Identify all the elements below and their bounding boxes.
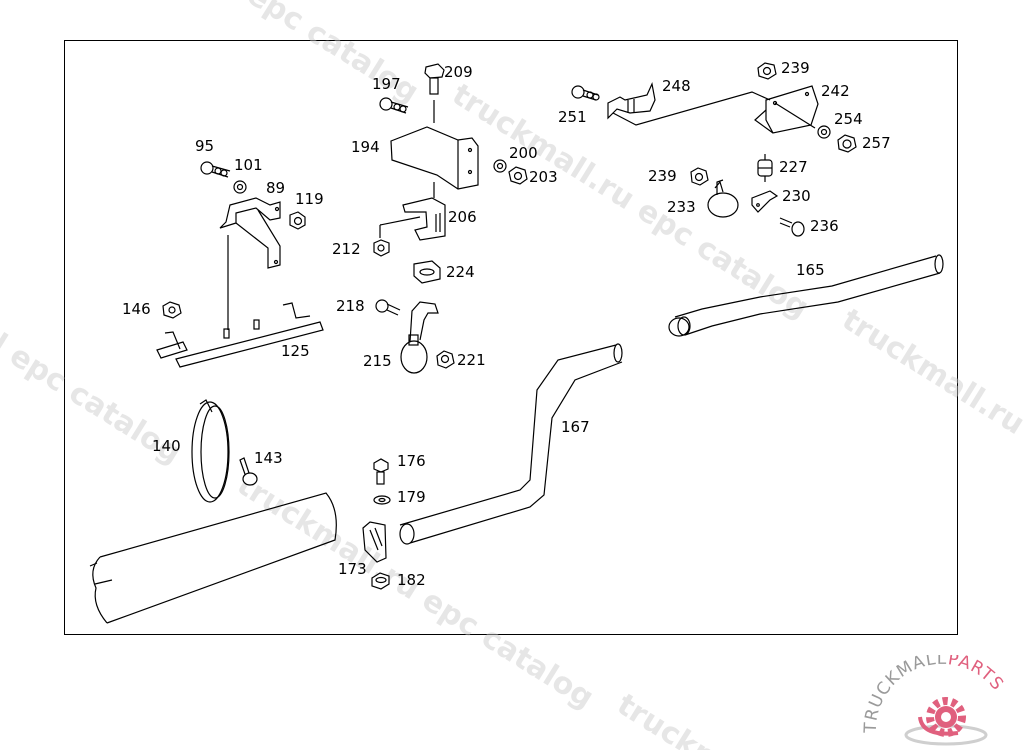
part-101-washer[interactable] bbox=[233, 180, 247, 194]
logo-text-main: TRUCKMALL bbox=[861, 655, 948, 734]
part-254-washer[interactable] bbox=[817, 125, 831, 139]
label-146[interactable]: 146 bbox=[122, 300, 151, 318]
part-143-bolt[interactable] bbox=[239, 457, 258, 486]
label-239-top[interactable]: 239 bbox=[781, 59, 810, 77]
part-179-washer[interactable] bbox=[373, 495, 391, 505]
label-239[interactable]: 239 bbox=[648, 167, 677, 185]
label-218[interactable]: 218 bbox=[336, 297, 365, 315]
part-203-nut[interactable] bbox=[508, 166, 528, 185]
label-209[interactable]: 209 bbox=[444, 63, 473, 81]
part-233-clamp[interactable] bbox=[707, 179, 739, 218]
part-224-rubber-mount[interactable] bbox=[413, 260, 441, 284]
svg-text:TRUCKMALLPARTS: TRUCKMALLPARTS bbox=[861, 655, 1008, 734]
part-197-bolt[interactable] bbox=[379, 97, 409, 114]
watermark: truckmall.ru bbox=[836, 302, 1024, 442]
label-167[interactable]: 167 bbox=[561, 418, 590, 436]
label-221[interactable]: 221 bbox=[457, 351, 486, 369]
part-251-bolt[interactable] bbox=[571, 85, 600, 101]
label-248[interactable]: 248 bbox=[662, 77, 691, 95]
part-125-bracket-bar[interactable] bbox=[156, 302, 324, 368]
diagram-frame bbox=[64, 40, 958, 635]
label-212[interactable]: 212 bbox=[332, 240, 361, 258]
label-206[interactable]: 206 bbox=[448, 208, 477, 226]
muffler[interactable] bbox=[89, 492, 337, 624]
part-89-bracket[interactable] bbox=[219, 197, 281, 330]
watermark: truckmall.ru e bbox=[611, 687, 832, 750]
label-227[interactable]: 227 bbox=[779, 158, 808, 176]
label-197[interactable]: 197 bbox=[372, 75, 401, 93]
part-200-washer[interactable] bbox=[493, 159, 507, 173]
label-230[interactable]: 230 bbox=[782, 187, 811, 205]
label-194[interactable]: 194 bbox=[351, 138, 380, 156]
truckmallparts-logo: TRUCKMALLPARTS bbox=[861, 655, 1008, 746]
watermark: truckmall.ru epc catalog bbox=[446, 77, 815, 326]
label-143[interactable]: 143 bbox=[254, 449, 283, 467]
part-209-bolt[interactable] bbox=[424, 63, 445, 123]
part-212-nut[interactable] bbox=[373, 239, 390, 257]
part-95-bolt[interactable] bbox=[200, 161, 231, 178]
part-labels: 95 101 89 119 197 209 194 200 203 206 21… bbox=[122, 59, 891, 589]
part-176-bolt[interactable] bbox=[373, 458, 389, 485]
part-140-strap[interactable] bbox=[191, 399, 230, 503]
part-239-nut-top[interactable] bbox=[757, 62, 777, 80]
label-236[interactable]: 236 bbox=[810, 217, 839, 235]
part-230-bracket[interactable] bbox=[751, 190, 779, 213]
label-179[interactable]: 179 bbox=[397, 488, 426, 506]
part-194-bracket[interactable] bbox=[390, 126, 479, 198]
part-236-bolt[interactable] bbox=[779, 217, 805, 237]
logo-text-accent: PARTS bbox=[947, 655, 1008, 695]
label-200[interactable]: 200 bbox=[509, 144, 538, 162]
label-101[interactable]: 101 bbox=[234, 156, 263, 174]
label-119[interactable]: 119 bbox=[295, 190, 324, 208]
logo-swoosh-accent bbox=[918, 716, 959, 736]
part-257-nut[interactable] bbox=[837, 134, 857, 153]
label-203[interactable]: 203 bbox=[529, 168, 558, 186]
part-119-nut[interactable] bbox=[289, 211, 306, 230]
label-140[interactable]: 140 bbox=[152, 437, 181, 455]
label-242[interactable]: 242 bbox=[821, 82, 850, 100]
part-242-bracket[interactable] bbox=[754, 85, 819, 134]
label-95[interactable]: 95 bbox=[195, 137, 214, 155]
part-146-nut[interactable] bbox=[162, 301, 182, 319]
label-176[interactable]: 176 bbox=[397, 452, 426, 470]
label-224[interactable]: 224 bbox=[446, 263, 475, 281]
label-125[interactable]: 125 bbox=[281, 342, 310, 360]
gear-icon bbox=[926, 697, 966, 737]
label-257[interactable]: 257 bbox=[862, 134, 891, 152]
watermark: epc catalog bbox=[241, 0, 425, 110]
part-248-bracket[interactable] bbox=[607, 82, 771, 126]
label-165[interactable]: 165 bbox=[796, 261, 825, 279]
part-167-pipe[interactable] bbox=[399, 343, 623, 545]
part-221-nut[interactable] bbox=[436, 350, 455, 369]
part-218-bolt[interactable] bbox=[375, 299, 401, 316]
part-239-nut[interactable] bbox=[690, 167, 709, 186]
part-182-nut[interactable] bbox=[371, 572, 390, 590]
label-251[interactable]: 251 bbox=[558, 108, 587, 126]
label-254[interactable]: 254 bbox=[834, 110, 863, 128]
part-165-pipe[interactable] bbox=[668, 254, 944, 337]
label-89[interactable]: 89 bbox=[266, 179, 285, 197]
label-215[interactable]: 215 bbox=[363, 352, 392, 370]
label-233[interactable]: 233 bbox=[667, 198, 696, 216]
part-173-clamp[interactable] bbox=[362, 521, 387, 563]
label-182[interactable]: 182 bbox=[397, 571, 426, 589]
part-215-clamp[interactable] bbox=[400, 301, 439, 374]
part-227-rubber-buffer[interactable] bbox=[757, 154, 773, 182]
label-173[interactable]: 173 bbox=[338, 560, 367, 578]
part-206-clamp[interactable] bbox=[379, 197, 446, 241]
